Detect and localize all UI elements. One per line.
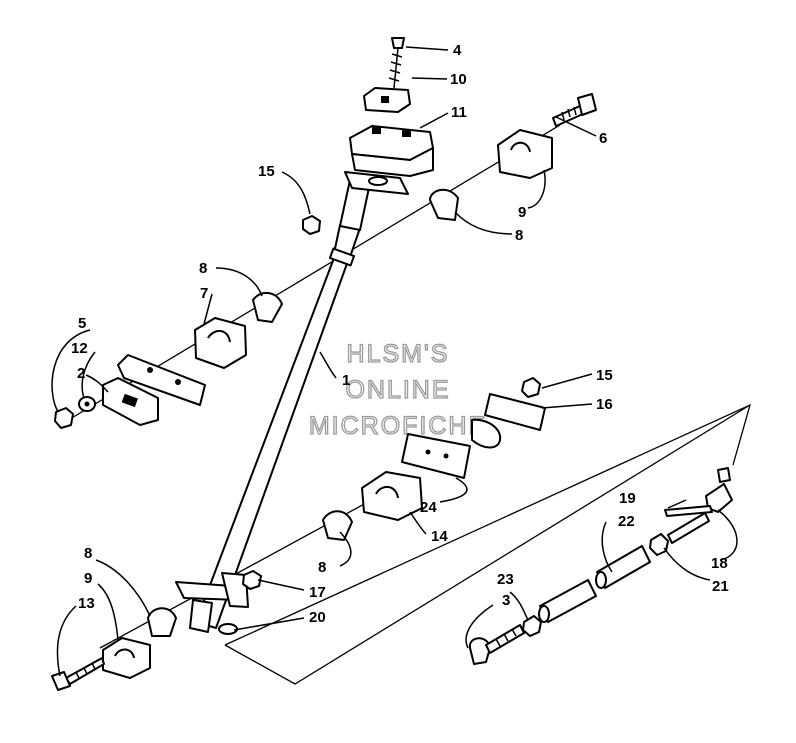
- label-4: 4: [453, 42, 462, 59]
- label-8-upper-right: 8: [515, 227, 523, 244]
- label-24: 24: [420, 499, 437, 516]
- label-3: 3: [502, 592, 510, 609]
- label-1: 1: [342, 372, 350, 389]
- watermark-line3: MICROFICHE: [309, 412, 487, 440]
- label-12: 12: [71, 340, 88, 357]
- label-10: 10: [450, 71, 467, 88]
- assembly-axis-lines: [59, 124, 752, 685]
- label-9-lower: 9: [84, 570, 92, 587]
- label-8-left: 8: [199, 260, 207, 277]
- label-9-upper: 9: [518, 204, 526, 221]
- label-18: 18: [711, 555, 728, 572]
- watermark-line1: HLSM'S: [347, 340, 450, 368]
- upper-clamp-parts: [349, 37, 434, 177]
- label-6: 6: [599, 130, 607, 147]
- left-clamp-parts: [54, 292, 283, 429]
- label-17: 17: [309, 584, 326, 601]
- label-21: 21: [712, 578, 729, 595]
- label-16: 16: [596, 396, 613, 413]
- steering-post: [175, 171, 409, 633]
- label-11: 11: [451, 104, 467, 121]
- label-8-lower-left: 8: [84, 545, 92, 562]
- watermark: HLSM'S ONLINE MICROFICHE: [308, 339, 487, 440]
- label-5: 5: [78, 315, 86, 332]
- label-23: 23: [497, 571, 514, 588]
- upper-nut: [302, 215, 321, 235]
- label-7: 7: [200, 285, 208, 302]
- label-15-lower: 15: [596, 367, 613, 384]
- lower-mount-parts: [322, 377, 546, 541]
- leader-lines: [51, 46, 738, 677]
- part-callouts: 4 10 11 6 15 9 8 8 7 5 12 1 2 15 16 24 1…: [71, 42, 729, 626]
- label-15-upper: 15: [258, 163, 275, 180]
- label-13: 13: [78, 595, 95, 612]
- label-2: 2: [77, 365, 85, 382]
- upper-right-clamp-parts: [429, 93, 597, 221]
- label-14: 14: [431, 528, 448, 545]
- label-22: 22: [618, 513, 635, 530]
- label-20: 20: [309, 609, 326, 626]
- tie-rod-assembly: [468, 467, 733, 665]
- post-base-fasteners: [218, 570, 262, 635]
- watermark-line2: ONLINE: [345, 376, 450, 404]
- lower-left-clamp-parts: [51, 607, 177, 691]
- label-19: 19: [619, 490, 636, 507]
- label-8-lower-mid: 8: [318, 559, 326, 576]
